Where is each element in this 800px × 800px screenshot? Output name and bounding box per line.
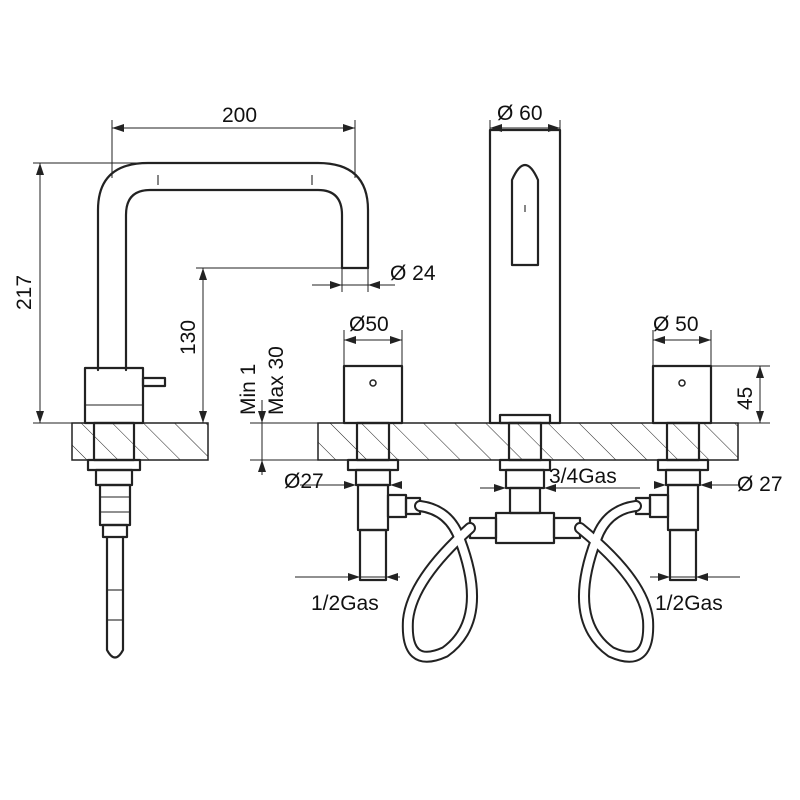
dim-deck-max-label: Max 30 <box>265 346 288 415</box>
dim-spout-diameter: Ø 60 <box>489 102 561 140</box>
hose-left <box>401 500 478 663</box>
spout-front <box>488 128 562 425</box>
dim-outlet-diameter: Ø 24 <box>312 262 436 292</box>
lever-side <box>141 376 167 388</box>
dim-outlet-height-label: 130 <box>177 320 200 355</box>
dim-handle-height-label: 45 <box>734 387 757 410</box>
side-view <box>71 161 370 659</box>
dim-reach-label: 200 <box>222 104 257 127</box>
dim-supply-right-label: 1/2Gas <box>655 592 723 615</box>
handle-left: Ø50 <box>342 313 404 425</box>
dim-deck-thickness: Min 1 Max 30 <box>237 346 318 475</box>
hose-right <box>574 500 655 663</box>
dim-shank-right: Ø 27 <box>654 473 783 496</box>
dim-handle-height: 45 <box>711 365 770 424</box>
dim-217: 217 <box>13 162 160 424</box>
dim-supply-left: 1/2Gas <box>295 573 400 615</box>
dim-total-height-label: 217 <box>13 275 36 310</box>
dim-shank-left: Ø27 <box>284 470 402 493</box>
dim-outlet-diameter-label: Ø 24 <box>390 262 436 285</box>
dim-handle-right-label: Ø 50 <box>653 313 699 336</box>
dim-spout-diameter-label: Ø 60 <box>497 102 543 125</box>
dim-supply-left-label: 1/2Gas <box>311 592 379 615</box>
countertop-front <box>317 422 739 461</box>
spout-side-outline <box>96 161 370 372</box>
dim-supply-right: 1/2Gas <box>650 573 740 615</box>
dim-130: 130 <box>177 267 342 423</box>
dim-shank-left-label: Ø27 <box>284 470 324 493</box>
dim-main-connection-label: 3/4Gas <box>549 465 617 488</box>
dim-main-connection: 3/4Gas <box>480 465 640 492</box>
dim-200: 200 <box>111 104 356 178</box>
dim-handle-left-label: Ø50 <box>349 313 389 336</box>
dim-deck-min-label: Min 1 <box>237 364 260 415</box>
countertop-left <box>71 422 209 461</box>
spout-side-inner <box>124 188 344 372</box>
handle-right: Ø 50 <box>651 313 713 425</box>
body-side <box>83 366 145 425</box>
dim-shank-right-label: Ø 27 <box>737 473 783 496</box>
